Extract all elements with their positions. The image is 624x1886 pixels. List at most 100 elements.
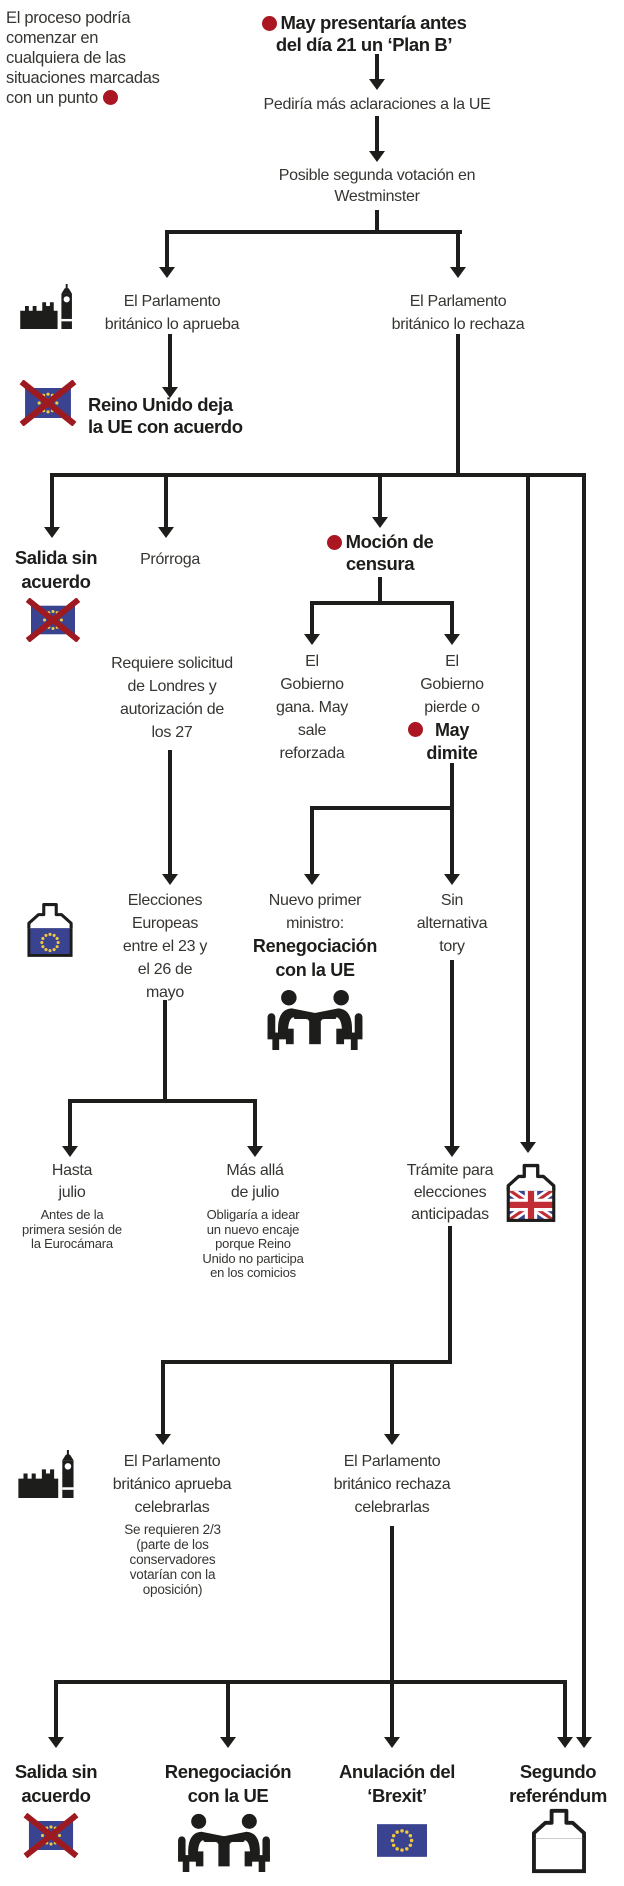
node-hasta-julio-sub: Antes de la primera sesión de la Eurocám… — [22, 1207, 122, 1251]
node-rechaza: El Parlamento británico lo rechaza — [391, 293, 525, 333]
negotiation-icon — [265, 988, 365, 1050]
uk-ballot-box-icon — [505, 1163, 557, 1223]
flow-line — [68, 1099, 257, 1103]
node-result-renegociacion: Renegociación con la UE — [164, 1761, 292, 1806]
node-reino-deja: Reino Unido deja la UE con acuerdo — [88, 394, 243, 437]
referendum-ballot-box-icon — [528, 1808, 590, 1874]
flow-line — [456, 230, 460, 268]
arrow-down-icon — [304, 874, 320, 885]
red-dot-icon — [326, 535, 342, 550]
flow-line — [165, 230, 169, 268]
flow-line — [165, 230, 462, 234]
node-pediria: Pediría más aclaraciones a la UE — [263, 96, 491, 113]
eu-ballot-box-icon — [26, 901, 74, 959]
arrow-down-icon — [444, 874, 460, 885]
node-mocion-text: Moción de censura — [345, 531, 434, 574]
node-renegociacion-text: Renegociación con la UE — [252, 936, 378, 980]
arrow-down-icon — [48, 1737, 64, 1748]
node-result-segundo: Segundo referéndum — [509, 1761, 607, 1806]
flow-line — [161, 1360, 165, 1435]
flow-line — [310, 601, 314, 635]
flow-line — [375, 54, 379, 80]
arrow-down-icon — [576, 1737, 592, 1748]
node-plan-b-text: May presentaría antes del día 21 un ‘Pla… — [275, 12, 467, 55]
node-salida-sin-acuerdo: Salida sin acuerdo — [14, 547, 98, 592]
node-requiere: Requiere solicitud de Londres y autoriza… — [111, 655, 233, 741]
flow-line — [375, 210, 379, 234]
parliament-icon — [18, 284, 78, 329]
arrow-down-icon — [155, 1434, 171, 1445]
node-aprueba-celebrarlas: El Parlamento británico aprueba celebrar… — [112, 1453, 232, 1516]
flow-line — [161, 1360, 452, 1364]
node-mas-alla: Más allá de julio — [226, 1162, 284, 1201]
eu-flag-icon — [377, 1824, 427, 1857]
arrow-down-icon — [220, 1737, 236, 1748]
node-aprueba: El Parlamento británico lo aprueba — [104, 293, 240, 333]
node-hasta-julio: Hasta julio — [51, 1162, 93, 1201]
node-elecciones: Elecciones Europeas entre el 23 y el 26 … — [122, 892, 208, 1001]
arrow-down-icon — [44, 527, 60, 538]
arrow-down-icon — [159, 267, 175, 278]
flow-line — [450, 806, 454, 875]
flow-line — [390, 1526, 394, 1738]
flow-line — [310, 601, 454, 605]
arrow-down-icon — [557, 1737, 573, 1748]
node-plan-b: May presentaría antes del día 21 un ‘Pla… — [214, 12, 514, 56]
arrow-down-icon — [520, 1142, 536, 1153]
flow-line — [450, 960, 454, 1147]
node-nuevo-pm-text: Nuevo primer ministro: — [268, 892, 362, 932]
node-mocion: Moción de censura — [295, 531, 465, 575]
flow-line — [163, 1000, 167, 1103]
flow-line — [378, 473, 382, 518]
node-nuevo-pm: Nuevo primer ministro: Renegociación con… — [245, 889, 385, 983]
flow-line — [50, 473, 586, 477]
flow-line — [378, 577, 382, 605]
arrow-down-icon — [369, 151, 385, 162]
arrow-down-icon — [384, 1434, 400, 1445]
flow-line — [253, 1099, 257, 1147]
flow-line — [168, 334, 172, 388]
node-gobierno-pierde-text: El Gobierno pierde o — [420, 653, 484, 716]
flow-line — [226, 1680, 230, 1738]
arrow-down-icon — [444, 634, 460, 645]
eu-flag-crossed-icon — [18, 380, 78, 426]
flow-line — [390, 1360, 394, 1435]
node-prorroga: Prórroga — [140, 551, 200, 568]
red-dot-icon — [102, 90, 118, 105]
flow-line — [164, 473, 168, 528]
node-rechaza-celebrarlas: El Parlamento británico rechaza celebrar… — [333, 1453, 451, 1516]
flow-line — [50, 473, 54, 528]
node-gobierno-gana: El Gobierno gana. May sale reforzada — [275, 653, 348, 762]
flow-line — [563, 1680, 567, 1738]
node-may-dimite: May dimite — [408, 719, 478, 765]
flow-line — [450, 763, 454, 810]
arrow-down-icon — [384, 1737, 400, 1748]
arrow-down-icon — [62, 1146, 78, 1157]
arrow-down-icon — [444, 1146, 460, 1157]
arrow-down-icon — [450, 267, 466, 278]
flow-line — [450, 601, 454, 635]
node-may-dimite-text: May dimite — [426, 720, 478, 763]
arrow-down-icon — [304, 634, 320, 645]
intro-note: El proceso podría comenzar en cualquiera… — [6, 8, 206, 108]
red-dot-icon — [408, 722, 424, 737]
flow-line — [582, 473, 586, 1738]
node-sin-alternativa: Sin alternativa tory — [416, 892, 488, 955]
arrow-down-icon — [369, 79, 385, 90]
eu-flag-crossed-icon — [24, 598, 82, 642]
red-dot-icon — [261, 16, 277, 31]
flow-line — [168, 750, 172, 875]
arrow-down-icon — [372, 517, 388, 528]
flow-line — [68, 1099, 72, 1147]
node-aprueba-celebrarlas-sub: Se requieren 2/3 (parte de los conservad… — [124, 1522, 221, 1597]
parliament-icon — [16, 1450, 80, 1498]
arrow-down-icon — [247, 1146, 263, 1157]
node-gobierno-pierde: El Gobierno pierde o May dimite — [402, 650, 502, 766]
flow-line — [456, 334, 460, 477]
arrow-down-icon — [162, 387, 178, 398]
arrow-down-icon — [158, 527, 174, 538]
flow-line — [54, 1680, 567, 1684]
arrow-down-icon — [162, 874, 178, 885]
node-posible: Posible segunda votación en Westminster — [278, 167, 476, 205]
